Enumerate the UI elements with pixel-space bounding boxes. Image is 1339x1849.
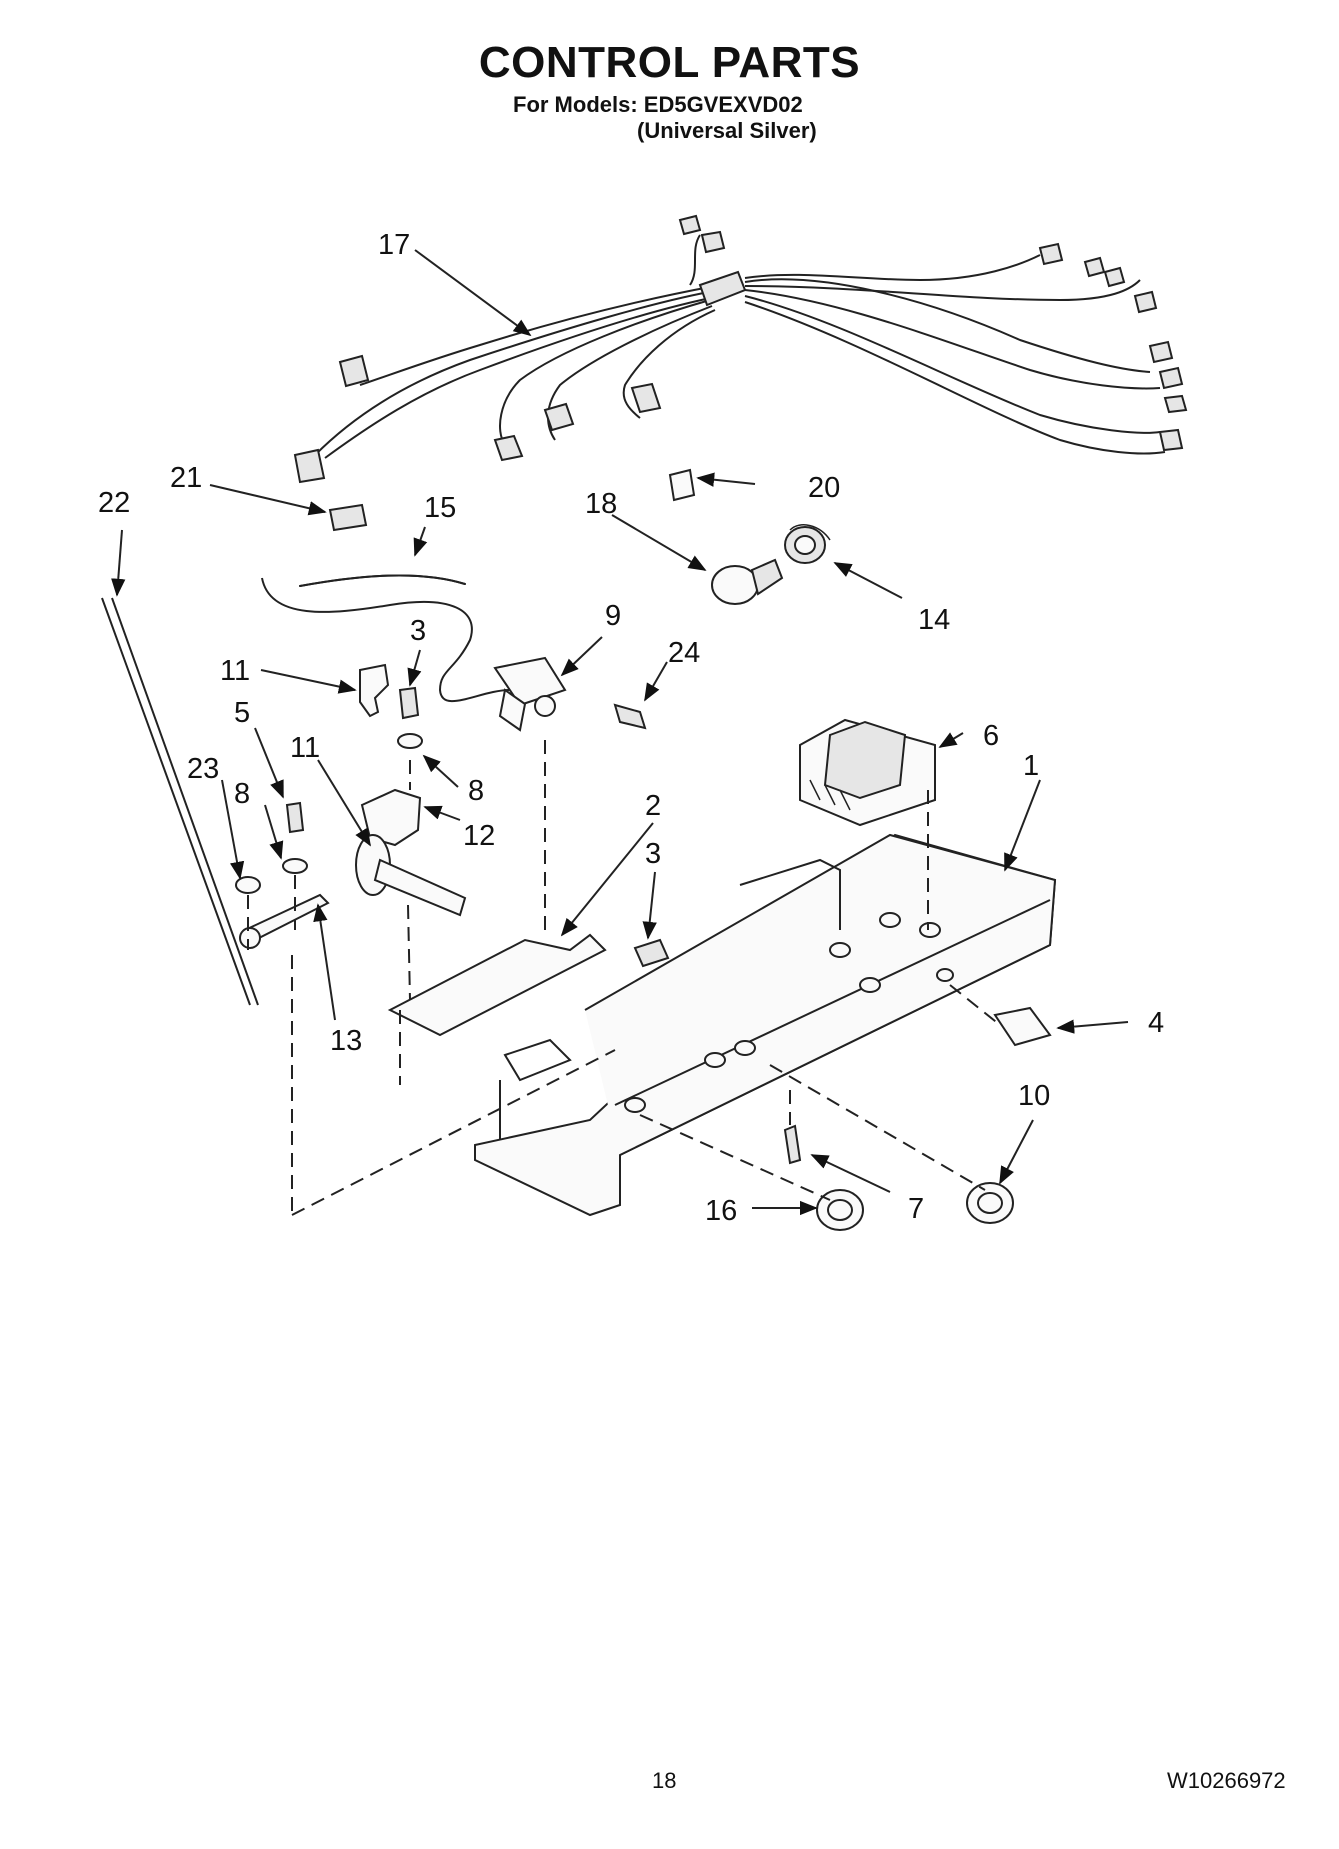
screw-part-3-upper: [398, 686, 420, 720]
callout-7: 7: [908, 1193, 924, 1225]
clip-part-20: [668, 468, 696, 502]
callout-15: 16: [705, 1195, 737, 1227]
callout-labels: 17 21 22 20 18 15 14 9 24 3 11 5 11 6 1 …: [98, 229, 1164, 1227]
temperature-control-part-9: [261, 577, 567, 732]
screw-part-5: [285, 801, 305, 834]
callout-18: 18: [585, 488, 617, 520]
callout-19: 17: [378, 229, 410, 261]
grommet-part-15: [816, 1189, 864, 1231]
callout-3-lower: 3: [645, 838, 661, 870]
bracket-part-13: [359, 663, 390, 718]
screw-part-24: [613, 703, 647, 730]
retainer-part-21: [328, 503, 368, 532]
grommet-part-10: [966, 1182, 1014, 1224]
callout-14: 13: [330, 1025, 362, 1057]
assembly-reference-lines: [247, 740, 1001, 1216]
color-line: (Universal Silver): [637, 118, 817, 143]
screw-part-3-lower: [633, 938, 670, 968]
callout-5: 5: [234, 697, 250, 729]
callout-4: 4: [1148, 1007, 1164, 1039]
mounting-plate-part-2: [387, 933, 607, 1037]
callout-2: 2: [645, 790, 661, 822]
control-housing-part-1: [474, 833, 1057, 1217]
callout-9: 9: [605, 600, 621, 632]
callout-3-upper: 3: [410, 615, 426, 647]
page-number: 18: [652, 1768, 677, 1793]
washer-part-8-upper: [397, 733, 423, 749]
wire-harness: [293, 214, 1188, 484]
washer-part-23: [235, 876, 261, 894]
callout-21: 21: [170, 462, 202, 494]
callout-17: 15: [424, 492, 456, 524]
document-number: W10266972: [1167, 1768, 1286, 1793]
callout-6: 6: [983, 720, 999, 752]
page-title: CONTROL PARTS: [478, 38, 861, 87]
callout-8-lower: 8: [234, 778, 250, 810]
knob-shaft-part-11: [355, 834, 467, 917]
callout-11: 11: [290, 732, 320, 764]
washer-part-8-lower: [282, 858, 308, 874]
callout-23: 23: [187, 753, 219, 785]
callout-arrows: [111, 249, 1129, 1216]
tube-part-17: [299, 574, 466, 587]
callout-20: 20: [808, 472, 840, 504]
callout-12: 12: [463, 820, 495, 852]
callout-13: 11: [220, 655, 250, 687]
screw-part-7: [783, 1124, 802, 1165]
connector-part-4: [993, 1006, 1052, 1047]
callout-22: 22: [98, 487, 130, 519]
light-bulb-part-18: [711, 558, 784, 605]
transformer-part-6: [799, 718, 936, 827]
callout-8-upper: 8: [468, 775, 484, 807]
light-socket-part-16: [784, 524, 831, 564]
callout-1: 1: [1023, 750, 1039, 782]
callout-16: 14: [918, 604, 950, 636]
rod-part-22: [101, 597, 259, 1006]
models-line: For Models: ED5GVEXVD02: [513, 92, 803, 117]
callout-10: 10: [1018, 1080, 1050, 1112]
callout-24: 24: [668, 637, 700, 669]
